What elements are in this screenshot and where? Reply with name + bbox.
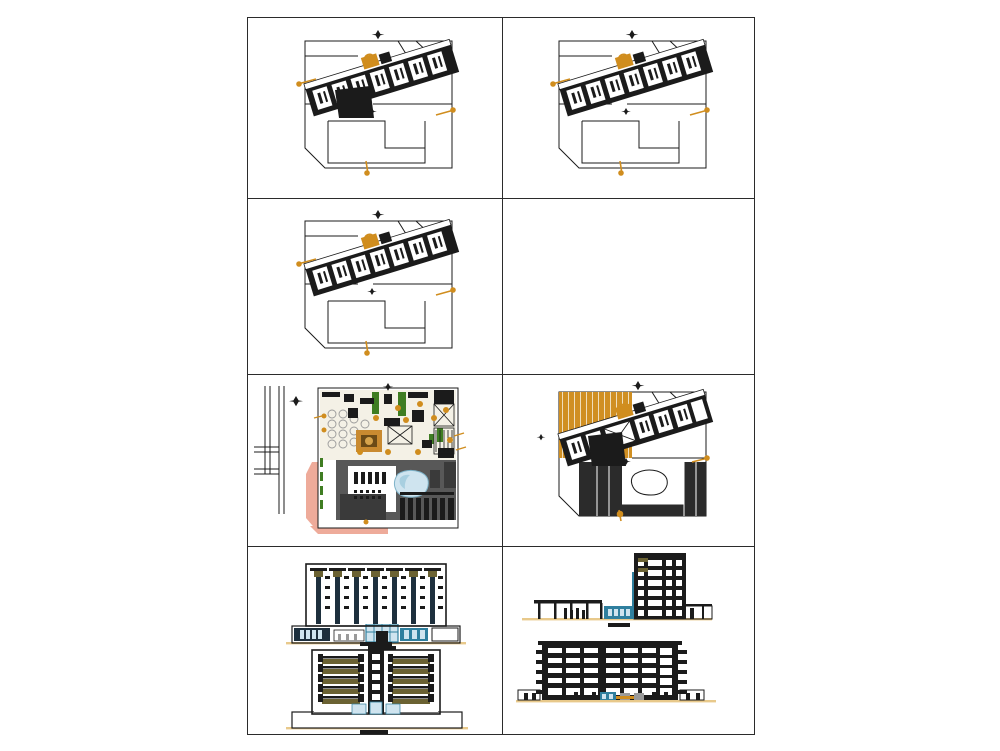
panel-site-plan-level-1[interactable] — [248, 18, 502, 198]
site-plan-level-1-drawing — [296, 30, 460, 176]
north-arrow-icon — [625, 30, 639, 40]
site-plan-level-2-drawing — [550, 30, 714, 176]
north-arrow-icon-secondary — [382, 383, 394, 391]
pilaster-strips — [310, 568, 441, 624]
panel-landscape-site-plan[interactable] — [248, 374, 502, 546]
north-arrow-icon-secondary — [621, 458, 631, 465]
tall-tower — [634, 556, 686, 619]
grid-row-divider-3 — [248, 546, 754, 547]
panel-roof-and-parking-plan[interactable] — [502, 374, 756, 546]
north-arrow-icon — [371, 30, 385, 40]
north-arrow-icon — [371, 210, 385, 220]
grid-row-divider-1 — [248, 198, 754, 199]
ochre-feature-planter — [356, 430, 382, 452]
landscape-plan-drawing — [254, 383, 467, 534]
north-arrow-icon — [289, 396, 303, 407]
grid-row-divider-2 — [248, 374, 754, 375]
front-rear-elevations-drawing — [286, 563, 468, 734]
balcony-bands-right — [388, 654, 434, 704]
drawing-frame — [247, 17, 755, 735]
north-arrow-icon-secondary — [367, 108, 377, 115]
north-arrow-icon-secondary — [367, 288, 377, 295]
panel-front-and-rear-elevations[interactable] — [248, 546, 502, 736]
panel-site-plan-level-2[interactable] — [502, 18, 756, 198]
balcony-bands-left — [318, 654, 364, 704]
panel-empty — [502, 198, 756, 374]
grid-column-divider — [502, 18, 503, 734]
north-arrow-icon — [631, 381, 645, 391]
roof-plan-drawing — [536, 381, 714, 522]
side-elevation-with-tower — [522, 553, 713, 627]
long-side-elevation — [516, 641, 716, 703]
rear-elevation — [286, 642, 468, 734]
front-elevation — [286, 563, 466, 650]
side-elevations-drawing — [516, 553, 716, 703]
site-plan-level-3-drawing — [296, 210, 460, 356]
north-arrow-icon-secondary — [621, 108, 631, 115]
panel-site-plan-level-3[interactable] — [248, 198, 502, 374]
north-arrow-icon-left — [536, 434, 546, 441]
panel-side-elevations[interactable] — [502, 546, 756, 736]
free-form-pool-outline — [630, 469, 668, 496]
